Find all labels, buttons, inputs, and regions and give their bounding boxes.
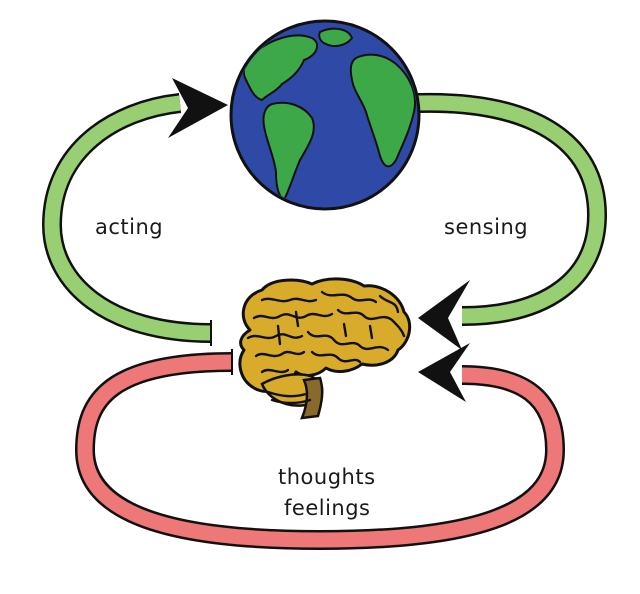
acting-loop-band [44,95,212,341]
sensing-loop-band [417,95,605,324]
acting-loop [41,93,212,346]
thoughts-feelings-loop [74,349,566,551]
acting-label: acting [95,215,163,239]
acting-arrowhead-icon [168,78,228,138]
sensing-loop [417,92,608,326]
brain-icon [238,277,412,420]
sensing-arrowhead-icon [418,280,470,350]
sensing-label: sensing [444,215,528,239]
thoughts-label: thoughts [278,465,376,489]
thoughts-arrowhead-icon [418,343,470,402]
feelings-label: feelings [284,496,370,520]
thoughts-loop-band [77,354,563,548]
earth-globe-icon [229,19,421,211]
